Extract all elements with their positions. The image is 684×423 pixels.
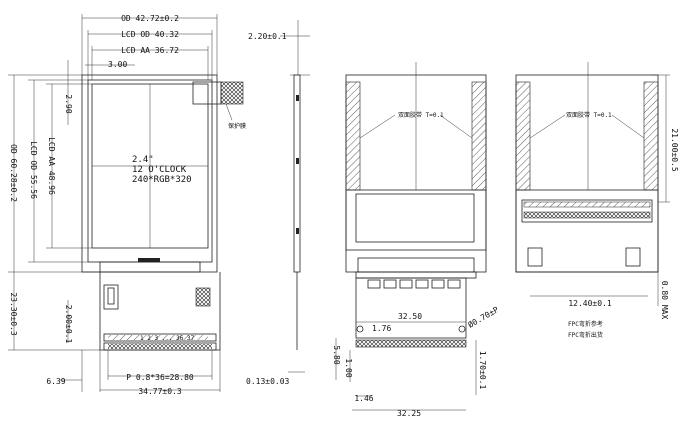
max-080-label: 0.80 MAX (660, 281, 669, 320)
lcd-aa-height-label: LCD AA 48.96 (47, 137, 56, 195)
fpc-pin-label: 1 2 3 ... 36 37 (140, 335, 195, 342)
offset-290-label: 2.90 (64, 94, 73, 113)
od-height-label: OD 60.28±0.2 (9, 144, 18, 202)
side-tape-note: 双面胶带 T=0.1 (566, 111, 612, 119)
width-3250-label: 32.50 (398, 312, 422, 321)
display-resolution: 240*RGB*320 (132, 175, 192, 185)
back-view: 双面胶带 T=0.1 32.50 1.76 Ø0.70±P 5.80 1.00 … (332, 62, 500, 418)
fpc-height-label: 23.30±0.3 (9, 292, 18, 336)
lcd-od-width-label: LCD OD 40.32 (121, 30, 179, 39)
width-3225-label: 32.25 (397, 409, 421, 418)
offset-3-label: 3.00 (108, 60, 127, 69)
fpc-offset-label: 2.00±0.1 (64, 305, 73, 344)
fpc-width-label: 34.77±0.3 (138, 387, 182, 396)
height-21-label: 21.00±0.5 (670, 128, 679, 172)
od-width-label: OD 42.72±0.2 (121, 14, 179, 23)
thickness-top-label: 2.20±0.1 (248, 32, 287, 41)
pitch-label: P 0.8*36=28.80 (126, 373, 194, 382)
fpc-ref-note: FPC弯折参考 (568, 320, 603, 328)
front-view: OD 42.72±0.2 LCD OD 40.32 LCD AA 36.72 3… (8, 14, 246, 396)
dim-580-label: 5.80 (332, 345, 341, 364)
dim-170-label: 1.70±0.1 (478, 351, 487, 390)
lcd-aa-width-label: LCD AA 36.72 (121, 46, 179, 55)
lcd-od-height-label: LCD OD 55.56 (29, 141, 38, 199)
fpc-ship-note: FPC弯折出货 (568, 331, 603, 339)
dim-100-label: 1.00 (344, 358, 353, 377)
display-size: 2.4" (132, 155, 154, 165)
left-offset-label: 6.39 (46, 377, 65, 386)
side-view: 2.20±0.1 0.13±0.03 (246, 20, 310, 386)
back-tape-note: 双面胶带 T=0.1 (398, 111, 444, 119)
dim-176-label: 1.76 (372, 324, 391, 333)
hole-label: Ø0.70±P (466, 304, 500, 330)
folded-view: 双面胶带 T=0.1 21.00±0.5 12.40±0.1 0.80 MAX … (515, 62, 679, 339)
dim-146-label: 1.46 (354, 394, 373, 403)
display-orientation: 12 O'CLOCK (132, 165, 187, 175)
protect-film-note: 保护膜 (228, 122, 246, 130)
width-1240-label: 12.40±0.1 (568, 299, 612, 308)
thickness-bottom-label: 0.13±0.03 (246, 377, 290, 386)
